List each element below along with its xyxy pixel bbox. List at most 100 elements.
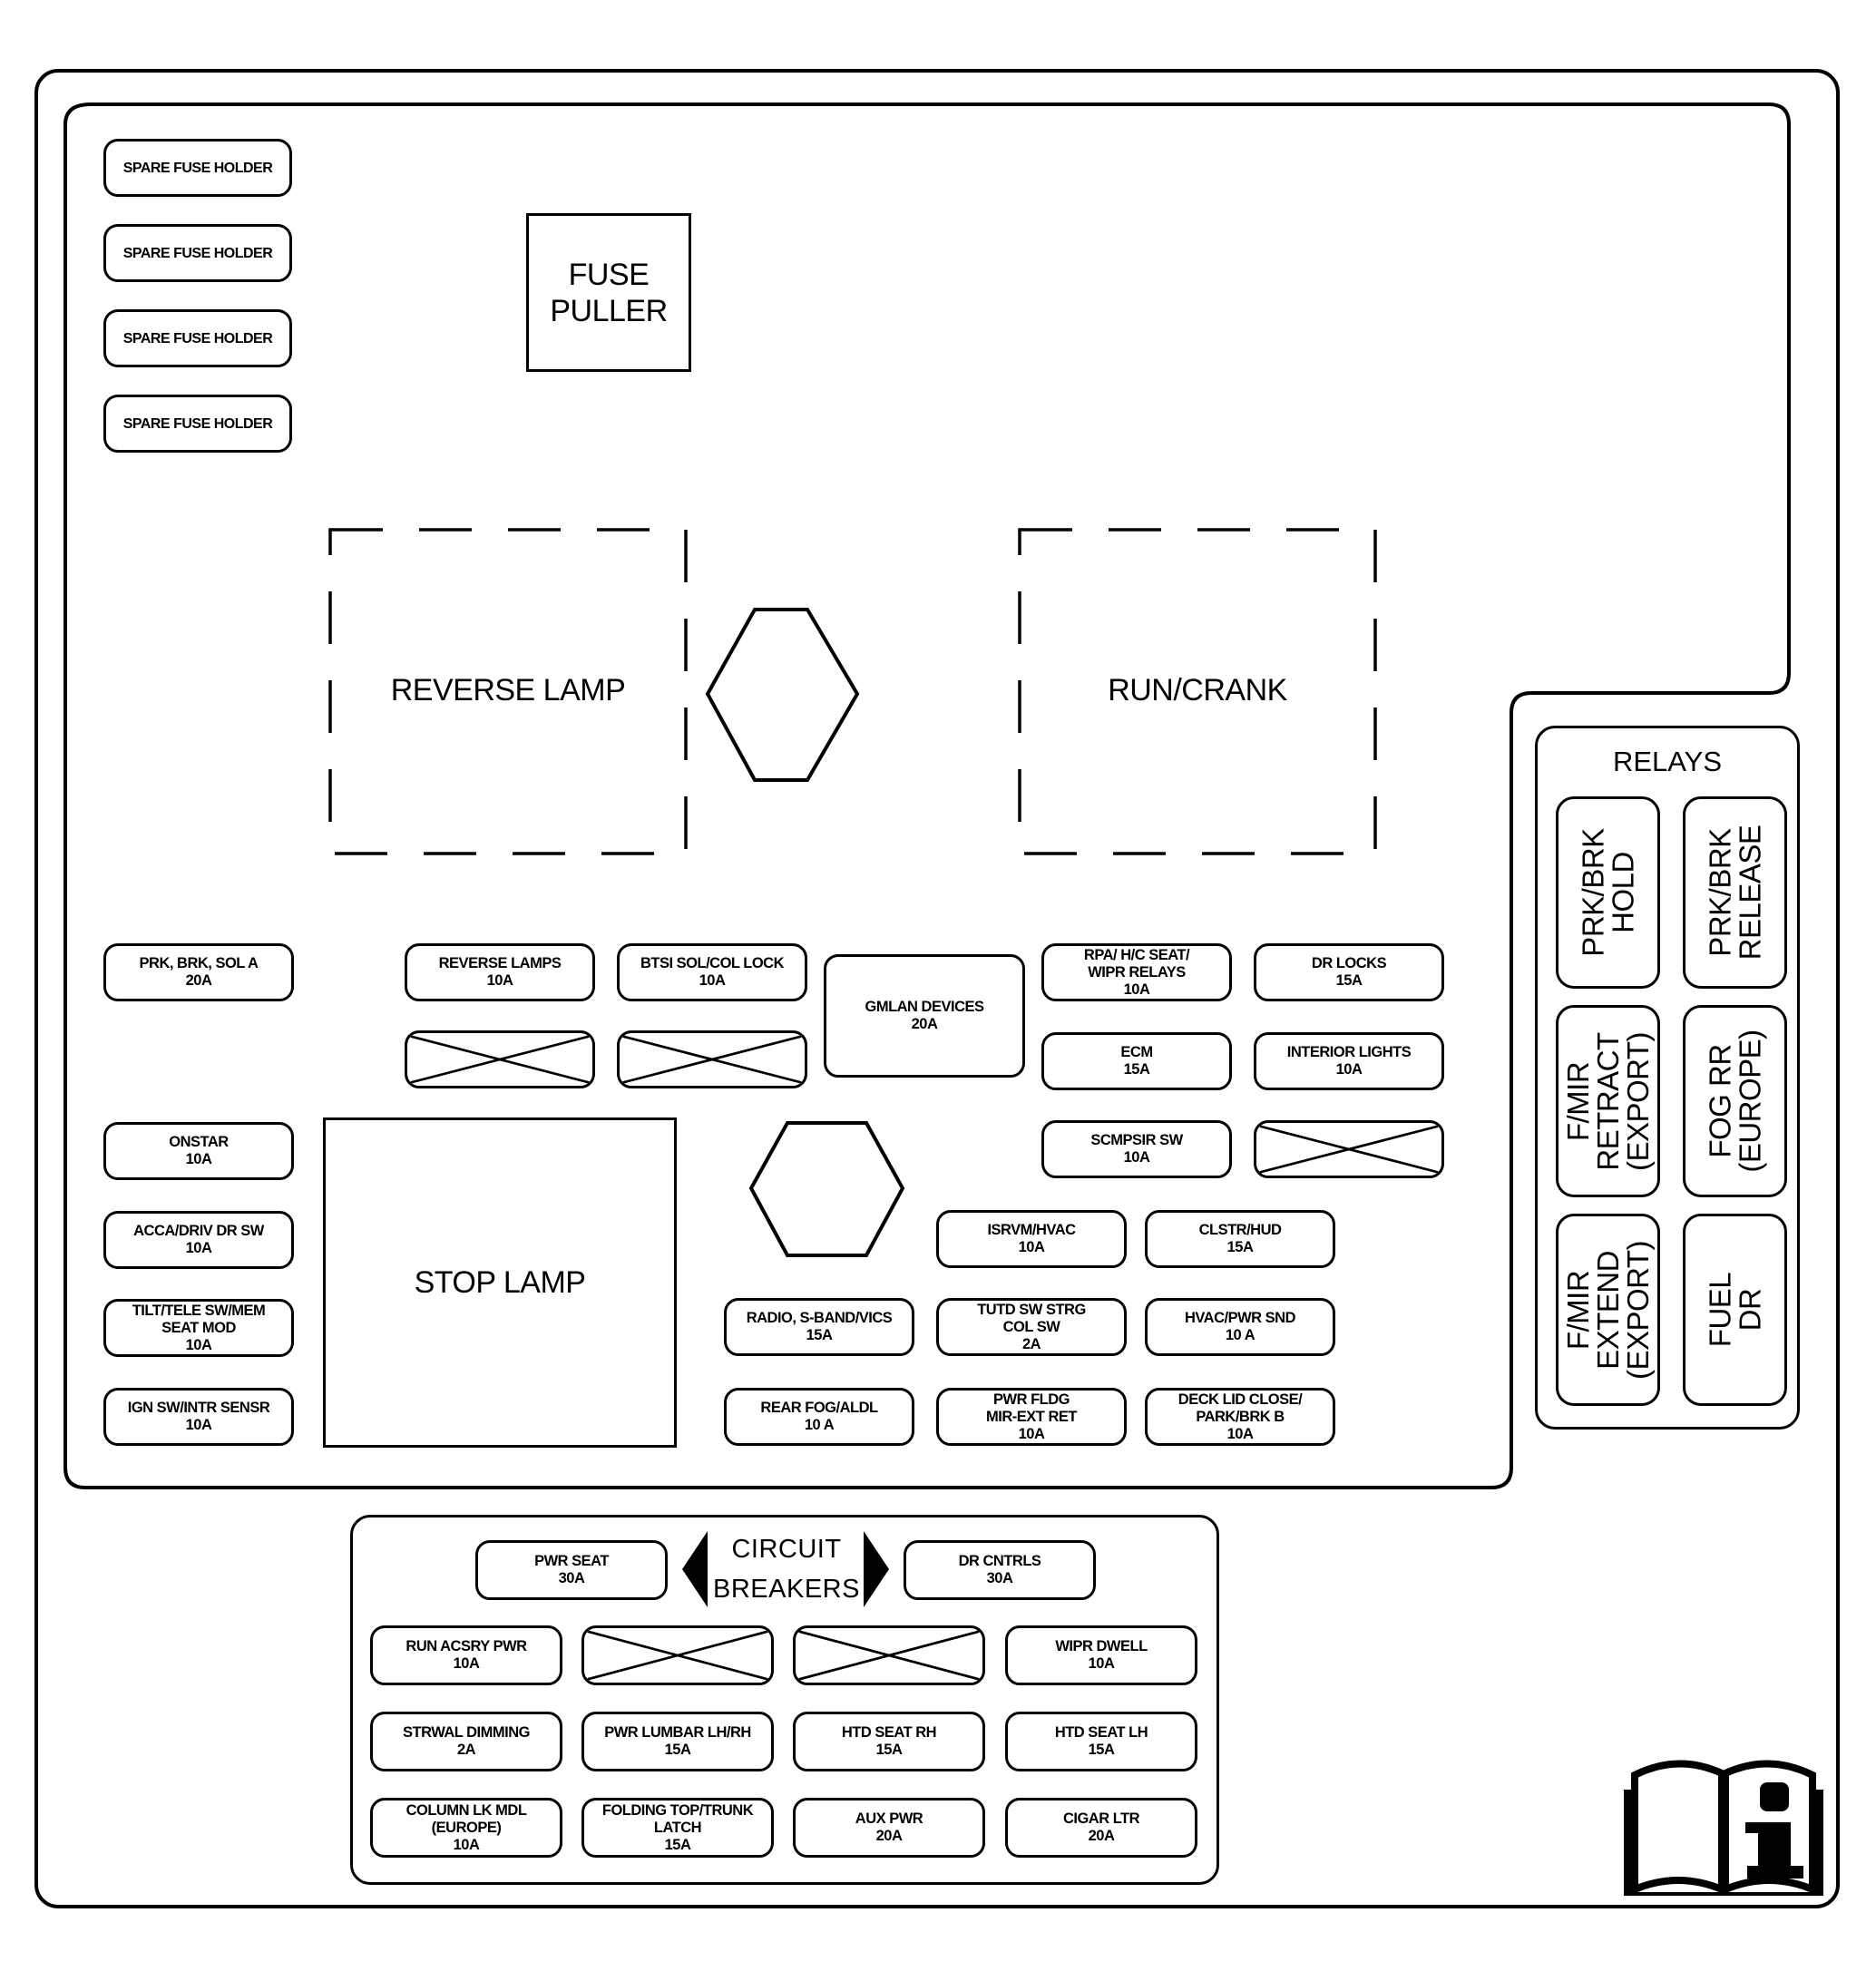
spare-fuse-holder-label: SPARE FUSE HOLDER bbox=[122, 415, 273, 432]
fuse-radio[interactable]: RADIO, S-BAND/VICS 15A bbox=[724, 1298, 914, 1356]
fuse-folding-top[interactable]: FOLDING TOP/TRUNK LATCH 15A bbox=[581, 1798, 774, 1858]
spare-fuse-holder[interactable]: SPARE FUSE HOLDER bbox=[103, 395, 292, 453]
fuse-tutd-sw[interactable]: TUTD SW STRG COL SW 2A bbox=[936, 1298, 1127, 1356]
breaker-dr-cntrls[interactable]: DR CNTRLS 30A bbox=[904, 1540, 1096, 1600]
fuse-rating: 10A bbox=[1018, 1425, 1045, 1442]
owners-manual-info-icon bbox=[1624, 1760, 1823, 1896]
fuse-rating: 15A bbox=[1088, 1742, 1115, 1758]
fuse-name: PRK, BRK, SOL A bbox=[139, 955, 259, 971]
fuse-htd-seat-lh[interactable]: HTD SEAT LH 15A bbox=[1005, 1712, 1197, 1771]
fuse-rating: 15A bbox=[875, 1742, 903, 1758]
fuse-rating: 20A bbox=[875, 1828, 903, 1844]
fuse-name: GMLAN DEVICES bbox=[865, 999, 984, 1015]
stop-lamp-relay[interactable]: STOP LAMP bbox=[323, 1117, 677, 1448]
spare-fuse-holder[interactable]: SPARE FUSE HOLDER bbox=[103, 224, 292, 282]
fuse-cigar-ltr[interactable]: CIGAR LTR 20A bbox=[1005, 1798, 1197, 1858]
fuse-column-lk-mdl[interactable]: COLUMN LK MDL (EUROPE) 10A bbox=[370, 1798, 562, 1858]
fuse-rating: 10 A bbox=[1225, 1327, 1256, 1343]
relay-prk-brk-hold[interactable]: PRK/BRK HOLD bbox=[1556, 796, 1660, 989]
fuse-clstr-hud[interactable]: CLSTR/HUD 15A bbox=[1145, 1210, 1335, 1268]
fuse-rating: 30A bbox=[558, 1570, 585, 1586]
fuse-onstar[interactable]: ONSTAR 10A bbox=[103, 1122, 294, 1180]
stop-lamp-label: STOP LAMP bbox=[414, 1265, 586, 1300]
spare-fuse-holder[interactable]: SPARE FUSE HOLDER bbox=[103, 139, 292, 197]
relay-f-mir-extend[interactable]: F/MIR EXTEND (EXPORT) bbox=[1556, 1214, 1660, 1406]
fuse-ecm[interactable]: ECM 15A bbox=[1041, 1032, 1232, 1090]
fuse-rating: 10A bbox=[1018, 1239, 1045, 1255]
fuse-name: CLSTR/HUD bbox=[1198, 1222, 1282, 1238]
empty-fuse-slot bbox=[1254, 1120, 1444, 1178]
fuse-name: DECK LID CLOSE/ PARK/BRK B bbox=[1177, 1391, 1303, 1425]
fuse-rating: 15A bbox=[1226, 1239, 1254, 1255]
reverse-lamp-relay-outline bbox=[328, 528, 688, 855]
fuse-run-acsry-pwr[interactable]: RUN ACSRY PWR 10A bbox=[370, 1625, 562, 1685]
fuse-name: SCMPSIR SW bbox=[1090, 1132, 1183, 1148]
relay-fog-rr[interactable]: FOG RR (EUROPE) bbox=[1683, 1005, 1787, 1197]
fuse-name: PWR LUMBAR LH/RH bbox=[604, 1724, 751, 1741]
reverse-lamp-relay-label: REVERSE LAMP bbox=[390, 673, 626, 708]
run-crank-relay-outline bbox=[1018, 528, 1377, 855]
empty-slot-cross-icon bbox=[622, 1035, 802, 1084]
fuse-pwr-fldg[interactable]: PWR FLDG MIR-EXT RET 10A bbox=[936, 1388, 1127, 1446]
fuse-rear-fog[interactable]: REAR FOG/ALDL 10 A bbox=[724, 1388, 914, 1446]
spare-fuse-holder[interactable]: SPARE FUSE HOLDER bbox=[103, 309, 292, 367]
fuse-wipr-dwell[interactable]: WIPR DWELL 10A bbox=[1005, 1625, 1197, 1685]
fuse-name: TILT/TELE SW/MEM SEAT MOD bbox=[132, 1302, 266, 1336]
fuse-rating: 2A bbox=[1021, 1335, 1041, 1352]
relays-frame bbox=[1535, 726, 1800, 1430]
fuse-rating: 10A bbox=[185, 1151, 212, 1167]
fuse-name: HVAC/PWR SND bbox=[1184, 1310, 1296, 1326]
empty-slot-cross-icon bbox=[1259, 1125, 1439, 1174]
fuse-reverse-lamps[interactable]: REVERSE LAMPS 10A bbox=[405, 943, 595, 1001]
relay-f-mir-retract[interactable]: F/MIR RETRACT (EXPORT) bbox=[1556, 1005, 1660, 1197]
fuse-btsi-sol[interactable]: BTSI SOL/COL LOCK 10A bbox=[617, 943, 807, 1001]
run-crank-relay-label: RUN/CRANK bbox=[1108, 673, 1287, 708]
fuse-scmpsir-sw[interactable]: SCMPSIR SW 10A bbox=[1041, 1120, 1232, 1178]
fuse-strwal-dimming[interactable]: STRWAL DIMMING 2A bbox=[370, 1712, 562, 1771]
fuse-pwr-lumbar[interactable]: PWR LUMBAR LH/RH 15A bbox=[581, 1712, 774, 1771]
fuse-rating: 20A bbox=[911, 1016, 938, 1032]
fuse-dr-locks[interactable]: DR LOCKS 15A bbox=[1254, 943, 1444, 1001]
circuit-breakers-title: CIRCUIT BREAKERS bbox=[713, 1535, 860, 1604]
fuse-name: HTD SEAT RH bbox=[841, 1724, 937, 1741]
fuse-rating: 10A bbox=[1335, 1061, 1363, 1078]
fuse-gmlan-devices[interactable]: GMLAN DEVICES 20A bbox=[824, 954, 1025, 1078]
fuse-ign-sw[interactable]: IGN SW/INTR SENSR 10A bbox=[103, 1388, 294, 1446]
fuse-name: STRWAL DIMMING bbox=[403, 1724, 530, 1741]
spare-fuse-holder-label: SPARE FUSE HOLDER bbox=[122, 160, 273, 176]
fuse-rating: 15A bbox=[664, 1742, 691, 1758]
empty-slot-cross-icon bbox=[410, 1035, 590, 1084]
fuse-htd-seat-rh[interactable]: HTD SEAT RH 15A bbox=[793, 1712, 985, 1771]
fuse-name: RUN ACSRY PWR bbox=[405, 1638, 527, 1654]
relay-prk-brk-release[interactable]: PRK/BRK RELEASE bbox=[1683, 796, 1787, 989]
fuse-prk-brk-sol-a[interactable]: PRK, BRK, SOL A 20A bbox=[103, 943, 294, 1001]
fuse-rating: 10A bbox=[185, 1417, 212, 1433]
fuse-rating: 10A bbox=[1088, 1655, 1115, 1672]
fuse-rpa-relays[interactable]: RPA/ H/C SEAT/ WIPR RELAYS 10A bbox=[1041, 943, 1232, 1001]
fuse-tilt-tele[interactable]: TILT/TELE SW/MEM SEAT MOD 10A bbox=[103, 1299, 294, 1357]
empty-fuse-slot bbox=[581, 1625, 774, 1685]
fuse-block-housing bbox=[34, 69, 1840, 1908]
fuse-name: DR CNTRLS bbox=[958, 1553, 1041, 1569]
fuse-rating: 15A bbox=[1335, 972, 1363, 989]
breaker-pwr-seat[interactable]: PWR SEAT 30A bbox=[475, 1540, 668, 1600]
fuse-rating: 20A bbox=[185, 972, 212, 989]
fuse-rating: 10A bbox=[185, 1336, 212, 1353]
fuse-deck-lid[interactable]: DECK LID CLOSE/ PARK/BRK B 10A bbox=[1145, 1388, 1335, 1446]
fuse-rating: 10A bbox=[1123, 981, 1150, 998]
fuse-name: PWR SEAT bbox=[534, 1553, 609, 1569]
fuse-acca-driv[interactable]: ACCA/DRIV DR SW 10A bbox=[103, 1211, 294, 1269]
fuse-rating: 10A bbox=[453, 1836, 480, 1853]
fuse-aux-pwr[interactable]: AUX PWR 20A bbox=[793, 1798, 985, 1858]
fuse-name: AUX PWR bbox=[855, 1810, 923, 1827]
fuse-rating: 10A bbox=[699, 972, 726, 989]
empty-fuse-slot bbox=[793, 1625, 985, 1685]
fuse-name: CIGAR LTR bbox=[1062, 1810, 1140, 1827]
relay-fuel-dr[interactable]: FUEL DR bbox=[1683, 1214, 1787, 1406]
spare-fuse-holder-label: SPARE FUSE HOLDER bbox=[122, 245, 273, 261]
fuse-puller[interactable]: FUSE PULLER bbox=[526, 213, 691, 372]
fuse-hvac-pwr-snd[interactable]: HVAC/PWR SND 10 A bbox=[1145, 1298, 1335, 1356]
fuse-isrvm-hvac[interactable]: ISRVM/HVAC 10A bbox=[936, 1210, 1127, 1268]
fuse-interior-lights[interactable]: INTERIOR LIGHTS 10A bbox=[1254, 1032, 1444, 1090]
